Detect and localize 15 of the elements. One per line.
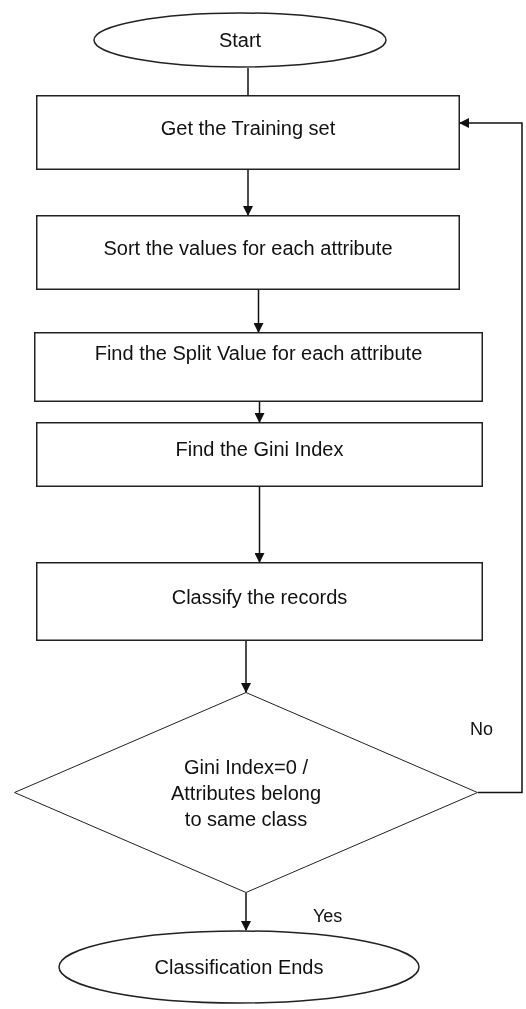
node-label: Find the Gini Index: [175, 437, 344, 462]
node-label: Classification Ends: [154, 955, 324, 980]
arrow: [241, 892, 251, 931]
node-label: Sort the values for each attribute: [103, 236, 393, 261]
node-label: Start: [218, 28, 262, 53]
arrow: [243, 169, 253, 216]
arrow: [459, 118, 523, 794]
arrow: [254, 401, 265, 423]
node-label: Classify the records: [171, 585, 348, 610]
node-label: Find the Split Value for each attribute: [94, 341, 423, 366]
node-label: Get the Training set: [160, 116, 336, 141]
arrow: [253, 289, 264, 333]
node-label: Gini Index=0 / Attributes belong to same class: [169, 754, 323, 832]
arrow: [254, 486, 265, 563]
arrow: [241, 640, 251, 693]
